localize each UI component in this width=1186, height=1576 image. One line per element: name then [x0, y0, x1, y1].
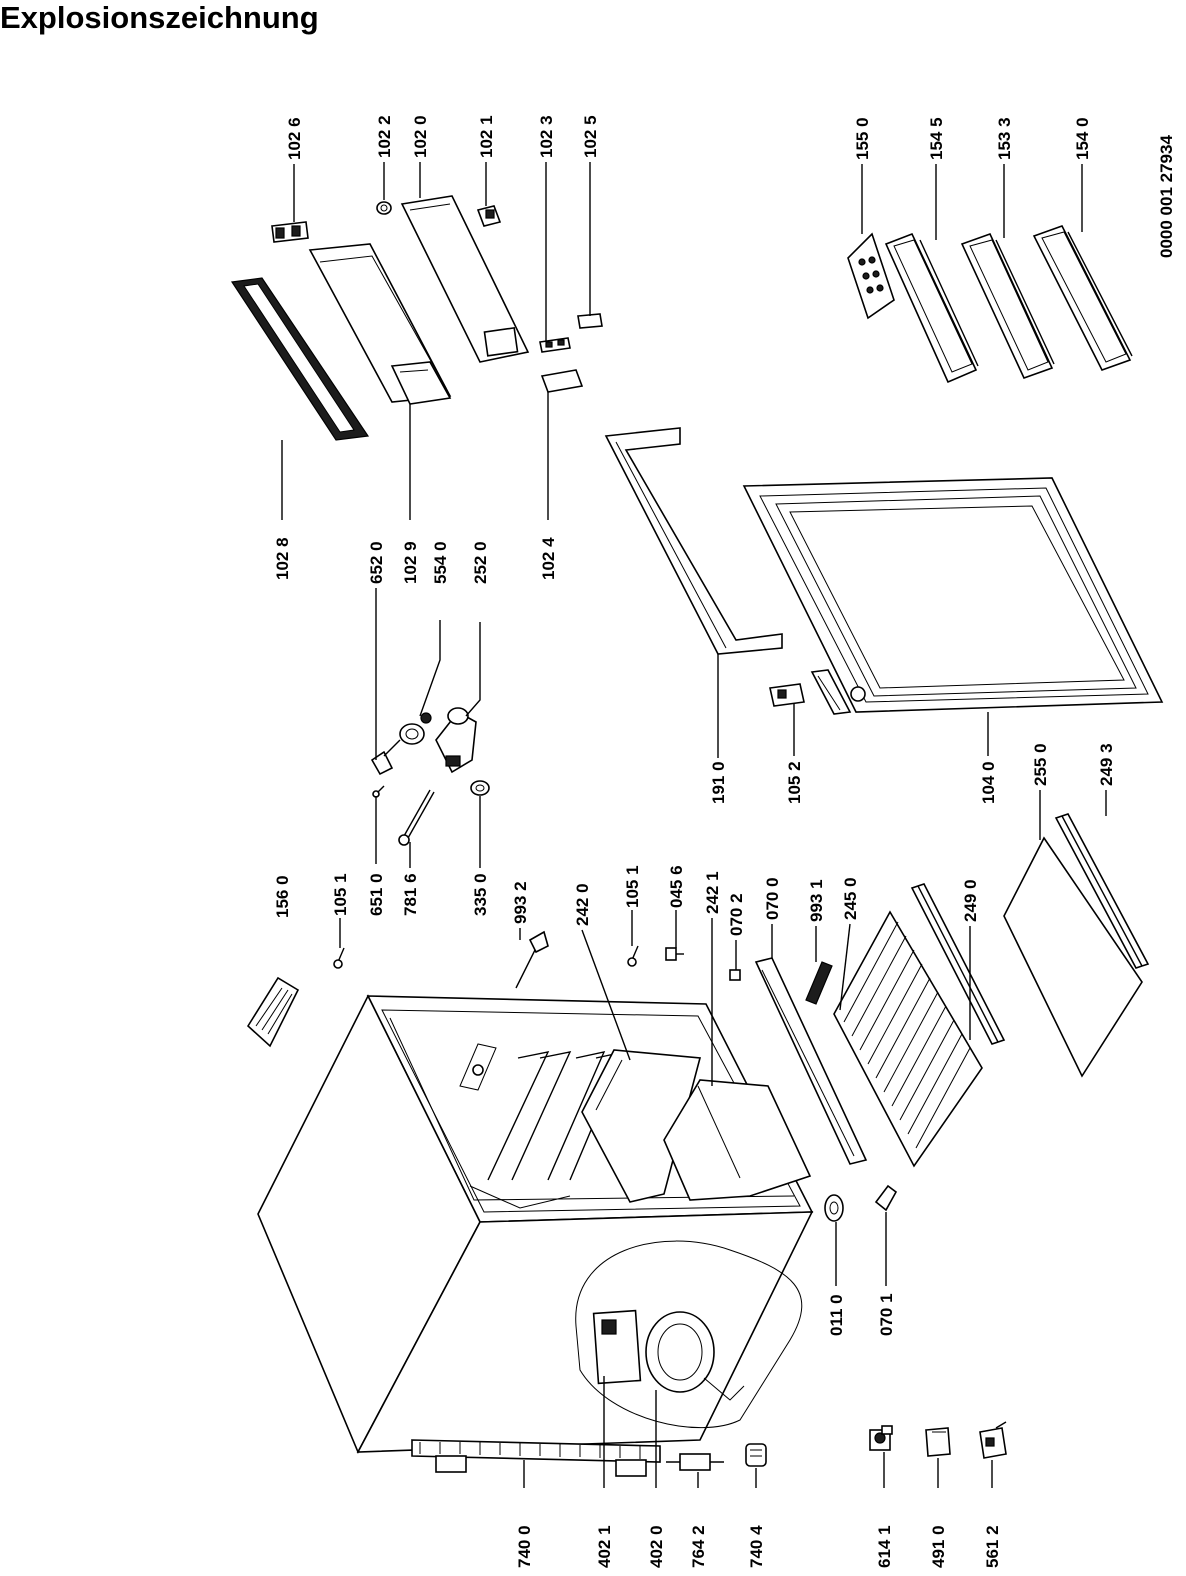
- label-2520: 252 0: [471, 541, 490, 584]
- label-1022: 102 2: [375, 115, 394, 158]
- part-0700-rail: [754, 957, 868, 1165]
- label-7642: 764 2: [689, 1525, 708, 1568]
- part-1560-egg-tray: [246, 976, 300, 1048]
- label-0701: 070 1: [877, 1293, 896, 1336]
- label-1052: 105 2: [785, 761, 804, 804]
- label-1540: 154 0: [1073, 117, 1092, 160]
- part-0110-foot: [824, 1194, 844, 1222]
- page-title: Explosionszeichnung: [0, 0, 319, 35]
- label-1028: 102 8: [273, 537, 292, 580]
- label-3350: 335 0: [471, 873, 490, 916]
- part-1051b-screw: [627, 945, 639, 967]
- label-2493: 249 3: [1097, 743, 1116, 786]
- part-3350-bushing: [470, 780, 490, 796]
- label-1051a: 105 1: [331, 873, 350, 916]
- label-0110: 011 0: [827, 1294, 846, 1336]
- label-7400: 740 0: [515, 1525, 534, 1568]
- part-2550-glass-shelf: [1003, 836, 1143, 1078]
- part-9932-sensor: [515, 930, 549, 989]
- label-0456: 045 6: [667, 865, 686, 908]
- label-2420: 242 0: [573, 883, 592, 926]
- part-1051a-screw: [333, 947, 345, 969]
- part-1040-door: [742, 477, 1164, 713]
- part-1020-door-bar: [400, 195, 530, 363]
- part-0456-pin: [665, 947, 684, 961]
- label-2450: 245 0: [841, 877, 860, 920]
- leader-lines: [281, 162, 1107, 1488]
- part-1052-hinge: [769, 669, 852, 715]
- part-1910-door-frame: [604, 427, 783, 655]
- part-1022-knob: [376, 201, 392, 215]
- part-0701-cap: [874, 1184, 898, 1212]
- part-6141-relay: [869, 1425, 893, 1451]
- part-2493-glass-trim: [1054, 813, 1150, 969]
- part-1550-egg-tray: [847, 232, 895, 320]
- part-1023-hinge: [539, 337, 571, 353]
- part-6520-lamp-holder: [370, 739, 401, 776]
- label-0702: 070 2: [727, 893, 746, 936]
- part-7642-resistor: [666, 1453, 724, 1471]
- document-number: 0000 001 27934: [1157, 135, 1176, 258]
- part-1026-bracket: [271, 221, 309, 243]
- part-5540-knob: [399, 712, 432, 745]
- label-1025: 102 5: [581, 115, 600, 158]
- label-1550: 155 0: [853, 117, 872, 160]
- part-cabinet: [257, 994, 814, 1454]
- label-7816: 781 6: [401, 873, 420, 916]
- part-1545-door-shelf: [884, 232, 979, 384]
- part-1028-gasket: [230, 277, 370, 441]
- part-5612-clip: [979, 1421, 1007, 1459]
- part-2421-crisper-cover: [663, 1079, 812, 1201]
- part-7816-capillary: [398, 789, 435, 846]
- label-1026: 102 6: [285, 117, 304, 160]
- label-9931: 993 1: [807, 879, 826, 922]
- label-4020: 402 0: [647, 1525, 666, 1568]
- part-9931-rail-clip: [805, 961, 833, 1005]
- label-6510: 651 0: [367, 873, 386, 916]
- part-labels: 102 6 102 2 102 0 102 1 102 3 102 5 155 …: [273, 115, 1116, 1568]
- label-5612: 561 2: [983, 1525, 1002, 1568]
- part-1025-plate: [577, 313, 603, 329]
- label-4021: 402 1: [595, 1525, 614, 1568]
- label-1040: 104 0: [979, 761, 998, 804]
- label-1020: 102 0: [411, 115, 430, 158]
- label-2421: 242 1: [703, 871, 722, 914]
- label-1023: 102 3: [537, 115, 556, 158]
- part-1533-door-shelf: [960, 233, 1055, 379]
- part-1024-flap: [540, 369, 584, 393]
- label-1560: 156 0: [273, 875, 292, 918]
- part-7404-foot: [745, 1443, 767, 1467]
- part-2490-shelf-trim: [910, 883, 1006, 1045]
- label-1910: 191 0: [709, 761, 728, 804]
- label-1029: 102 9: [401, 541, 420, 584]
- part-compressor-area: [575, 1240, 803, 1429]
- label-2490: 249 0: [961, 879, 980, 922]
- label-6520: 652 0: [367, 541, 386, 584]
- part-0702-cap: [729, 969, 741, 981]
- label-9932: 993 2: [511, 881, 530, 924]
- label-7404: 740 4: [747, 1525, 766, 1568]
- part-1021-clip: [476, 205, 502, 227]
- part-4910-cover: [925, 1427, 951, 1457]
- part-7400-condenser: [411, 1439, 661, 1477]
- label-1024: 102 4: [539, 537, 558, 580]
- part-6510-screw: [372, 785, 385, 798]
- label-4910: 491 0: [929, 1525, 948, 1568]
- label-1545: 154 5: [927, 117, 946, 160]
- label-1021: 102 1: [477, 115, 496, 158]
- label-2550: 255 0: [1031, 743, 1050, 786]
- part-1540-door-shelf: [1032, 225, 1133, 371]
- part-2450-wire-shelf: [833, 910, 983, 1168]
- label-1533: 153 3: [995, 117, 1014, 160]
- part-1029-panel: [308, 243, 452, 405]
- label-1051b: 105 1: [623, 865, 642, 908]
- label-0700: 070 0: [763, 877, 782, 920]
- part-2520-thermostat: [435, 707, 477, 774]
- label-6141: 614 1: [875, 1525, 894, 1568]
- label-5540: 554 0: [431, 541, 450, 584]
